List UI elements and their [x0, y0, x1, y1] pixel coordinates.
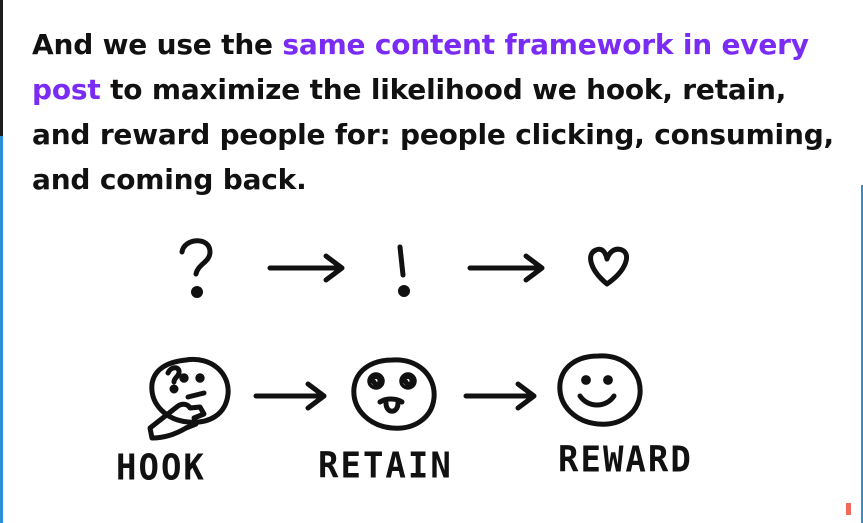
stage-label-reward: REWARD: [558, 439, 693, 481]
headline-rest: to maximize the likelihood we hook, reta…: [32, 73, 834, 196]
right-window-edge: [861, 185, 863, 523]
stage-label-retain: RETAIN: [318, 445, 453, 487]
arrow-right-icon: [253, 381, 327, 411]
headline-lead: And we use the: [32, 28, 283, 61]
left-window-edge: [0, 0, 3, 523]
dizzy-face-icon: [351, 357, 437, 431]
thinking-face-icon: [147, 356, 231, 441]
heart-icon: [588, 246, 629, 287]
arrow-right-icon: [267, 253, 345, 283]
smiley-face-icon: [557, 353, 643, 427]
headline: And we use the same content framework in…: [32, 22, 847, 202]
stage-label-hook: HOOK: [116, 447, 206, 489]
corner-marker: [846, 503, 851, 515]
arrow-right-icon: [467, 253, 545, 283]
arrow-right-icon: [463, 381, 537, 411]
headline-highlight: same content framework in every post: [32, 28, 809, 106]
exclamation-mark-icon: [397, 244, 410, 297]
question-mark-icon: [179, 238, 213, 298]
